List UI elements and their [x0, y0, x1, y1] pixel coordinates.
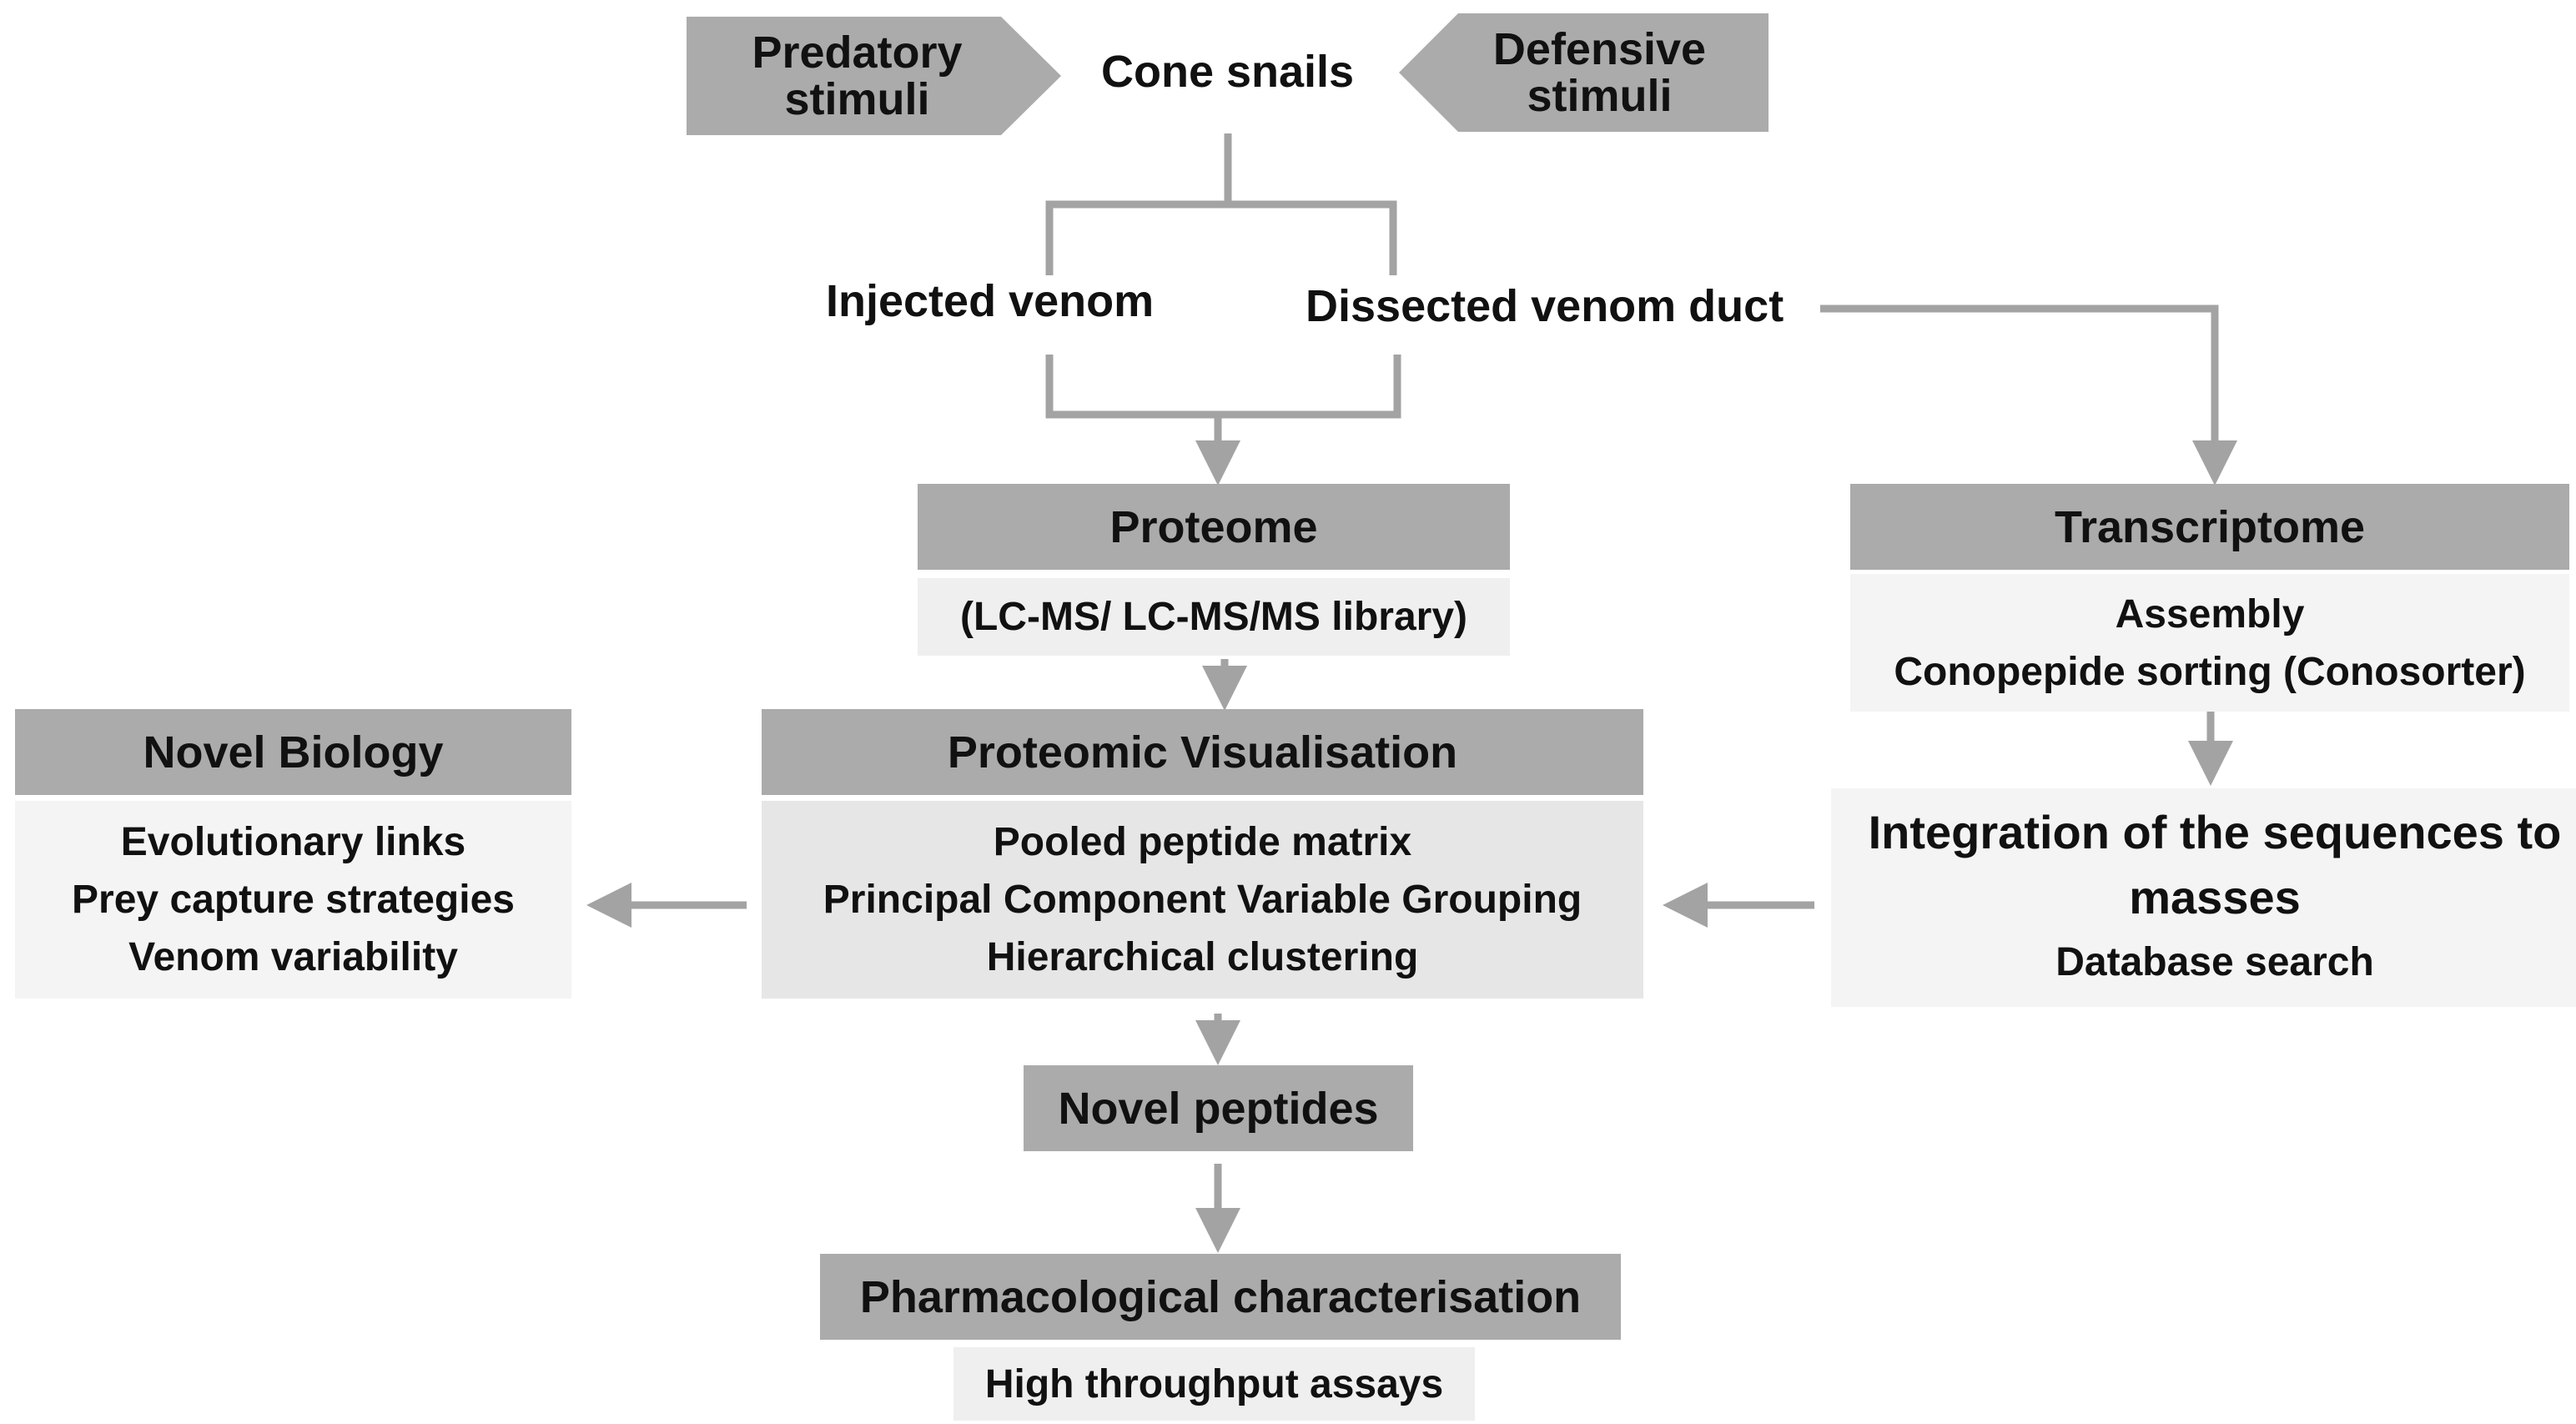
dissected-venom-duct-label: Dissected venom duct: [1306, 281, 1784, 331]
defensive-stimuli-label: Defensive stimuli: [1456, 13, 1743, 132]
integration-box: Integration of the sequences to masses D…: [1831, 788, 2576, 1007]
visualisation-detail-box: Pooled peptide matrix Principal Componen…: [762, 801, 1643, 999]
visualisation-detail-3: Hierarchical clustering: [986, 935, 1419, 979]
integration-title-line-1: Integration of the sequences to: [1868, 806, 2562, 858]
pharmacology-title: Pharmacological characterisation: [859, 1271, 1582, 1322]
top-bracket: [1045, 200, 1397, 275]
predatory-line-1: Predatory: [752, 28, 963, 78]
transcriptome-detail-2: Conopepide sorting (Conosorter): [1894, 649, 2526, 694]
predatory-stimuli-label: Predatory stimuli: [713, 17, 1001, 135]
transcriptome-title: Transcriptome: [2054, 501, 2366, 552]
proteome-header: Proteome: [918, 484, 1510, 570]
novel-peptides-title: Novel peptides: [1058, 1083, 1379, 1134]
pharmacology-detail: High throughput assays: [984, 1361, 1444, 1406]
novel-biology-title: Novel Biology: [143, 727, 444, 777]
predatory-line-2: stimuli: [784, 74, 930, 124]
novel-peptides-box: Novel peptides: [1024, 1065, 1413, 1151]
integration-detail: Database search: [2055, 940, 2374, 984]
defensive-line-1: Defensive: [1492, 24, 1707, 74]
arrow-to-transcriptome: [1820, 304, 2237, 486]
bottom-bracket: [1045, 355, 1401, 419]
novel-biology-header: Novel Biology: [15, 709, 571, 795]
visualisation-title: Proteomic Visualisation: [947, 727, 1458, 777]
novel-biology-detail-2: Prey capture strategies: [72, 878, 515, 922]
visualisation-header: Proteomic Visualisation: [762, 709, 1643, 795]
proteome-detail: (LC-MS/ LC-MS/MS library): [960, 595, 1467, 639]
injected-venom-label: Injected venom: [826, 276, 1155, 326]
visualisation-detail-2: Principal Component Variable Grouping: [823, 878, 1582, 922]
proteome-detail-box: (LC-MS/ LC-MS/MS library): [918, 578, 1510, 656]
pharmacology-detail-box: High throughput assays: [953, 1347, 1475, 1421]
novel-biology-detail-1: Evolutionary links: [120, 820, 466, 864]
visualisation-detail-1: Pooled peptide matrix: [993, 820, 1412, 864]
proteome-title: Proteome: [1109, 501, 1318, 552]
transcriptome-detail-1: Assembly: [2115, 591, 2305, 637]
novel-biology-detail-box: Evolutionary links Prey capture strategi…: [15, 801, 571, 999]
cone-snails-label: Cone snails: [1101, 47, 1355, 97]
pharmacology-header: Pharmacological characterisation: [820, 1254, 1621, 1340]
novel-biology-detail-3: Venom variability: [128, 935, 458, 979]
predatory-chevron: [687, 17, 1061, 135]
integration-title-line-2: masses: [2129, 871, 2301, 923]
defensive-line-2: stimuli: [1527, 71, 1673, 121]
transcriptome-detail-box: Assembly Conopepide sorting (Conosorter): [1850, 574, 2569, 712]
transcriptome-header: Transcriptome: [1850, 484, 2569, 570]
defensive-chevron: [1399, 13, 1768, 132]
